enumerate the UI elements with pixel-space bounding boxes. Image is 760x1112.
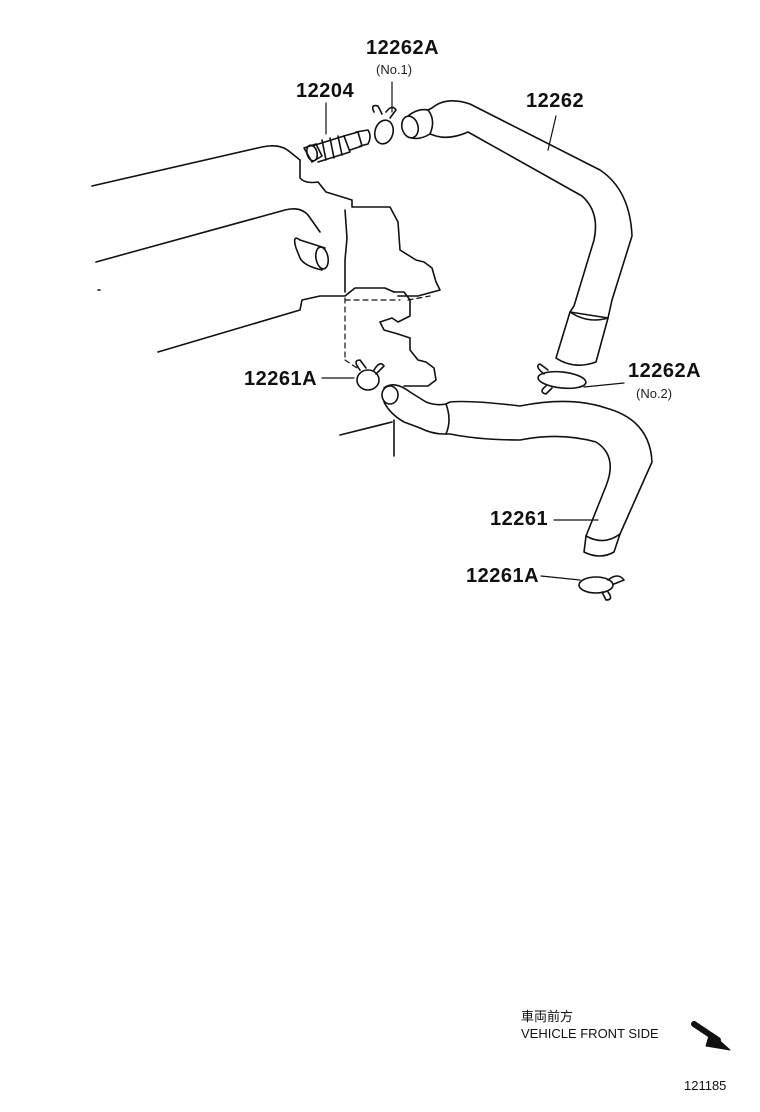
label-12261a-upper: 12261A [244, 368, 318, 390]
note-12262a-no2: (No.2) [636, 386, 673, 401]
clamp-12261a-upper [355, 359, 385, 391]
arrow-down-right-icon [691, 1021, 731, 1051]
engine-head-outline [91, 145, 441, 457]
pcv-valve [303, 129, 371, 163]
label-12261a-lower: 12261A [466, 565, 540, 587]
label-12262: 12262 [526, 90, 585, 112]
label-12261: 12261 [490, 508, 549, 530]
head-nipple [293, 237, 330, 271]
hose-12261 [381, 384, 653, 557]
hose-12262 [400, 100, 633, 366]
label-12204: 12204 [296, 80, 355, 102]
diagram-id: 121185 [684, 1078, 727, 1093]
engine-hidden-lines [344, 295, 431, 371]
label-12262a-no2: 12262A [628, 360, 702, 382]
leader-lines [321, 81, 625, 581]
clamp-12261a-lower [578, 575, 625, 601]
clamp-no2 [536, 363, 587, 395]
vehicle-front-en: VEHICLE FRONT SIDE [521, 1026, 659, 1041]
label-12262a-no1: 12262A [366, 37, 440, 59]
note-12262a-no1: (No.1) [376, 62, 413, 77]
vehicle-front-jp: 車両前方 [521, 1009, 574, 1024]
